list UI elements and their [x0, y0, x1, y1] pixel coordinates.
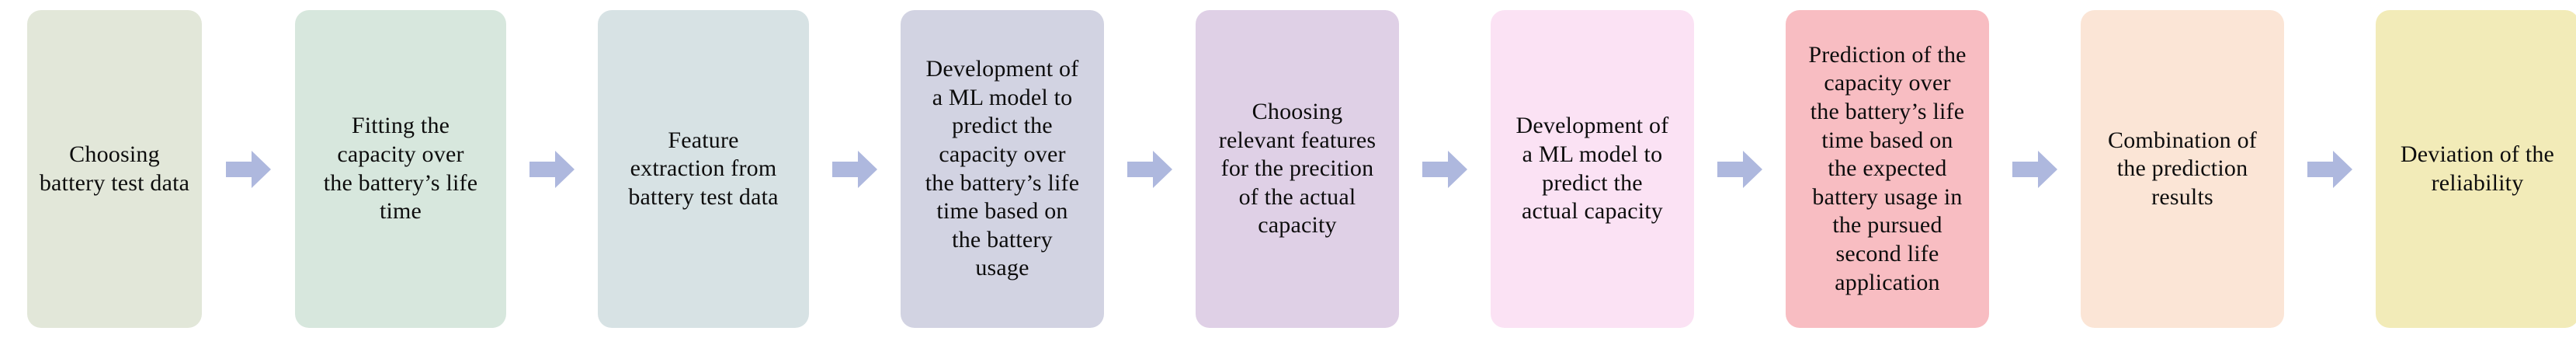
- connector-5: [1399, 0, 1491, 338]
- process-step-4-label: Development of a ML model to predict the…: [925, 56, 1080, 281]
- process-step-2-label: Fitting the capacity over the battery’s …: [323, 113, 478, 225]
- process-step-4[interactable]: Development of a ML model to predict the…: [901, 10, 1104, 328]
- process-step-6[interactable]: Development of a ML model to predict the…: [1491, 10, 1694, 328]
- right-arrow-icon: [226, 150, 271, 188]
- right-arrow-icon: [1422, 150, 1467, 188]
- right-arrow-icon: [2012, 150, 2057, 188]
- connector-1: [202, 0, 295, 338]
- connector-3: [809, 0, 901, 338]
- right-arrow-icon: [529, 150, 575, 188]
- process-step-3[interactable]: Feature extraction from battery test dat…: [598, 10, 809, 328]
- connector-2: [506, 0, 598, 338]
- connector-7: [1989, 0, 2081, 338]
- process-step-1-label: Choosing battery test data: [39, 141, 190, 196]
- process-step-2[interactable]: Fitting the capacity over the battery’s …: [295, 10, 506, 328]
- process-step-3-label: Feature extraction from battery test dat…: [628, 127, 779, 210]
- process-step-7-label: Prediction of the capacity over the batt…: [1808, 41, 1967, 295]
- process-step-7[interactable]: Prediction of the capacity over the batt…: [1786, 10, 1989, 328]
- right-arrow-icon: [832, 150, 877, 188]
- process-step-6-label: Development of a ML model to predict the…: [1515, 113, 1669, 225]
- process-step-1[interactable]: Choosing battery test data: [27, 10, 202, 328]
- process-step-5-label: Choosing relevant features for the preci…: [1218, 99, 1377, 239]
- process-step-5[interactable]: Choosing relevant features for the preci…: [1196, 10, 1399, 328]
- right-arrow-icon: [1717, 150, 1762, 188]
- right-arrow-icon: [2307, 150, 2352, 188]
- connector-6: [1694, 0, 1786, 338]
- process-step-8[interactable]: Combination of the prediction results: [2081, 10, 2284, 328]
- process-step-8-label: Combination of the prediction results: [2108, 127, 2257, 210]
- connector-4: [1104, 0, 1196, 338]
- process-step-9-label: Deviation of the reliability: [2400, 141, 2555, 196]
- process-step-9[interactable]: Deviation of the reliability: [2376, 10, 2576, 328]
- connector-8: [2284, 0, 2376, 338]
- right-arrow-icon: [1127, 150, 1172, 188]
